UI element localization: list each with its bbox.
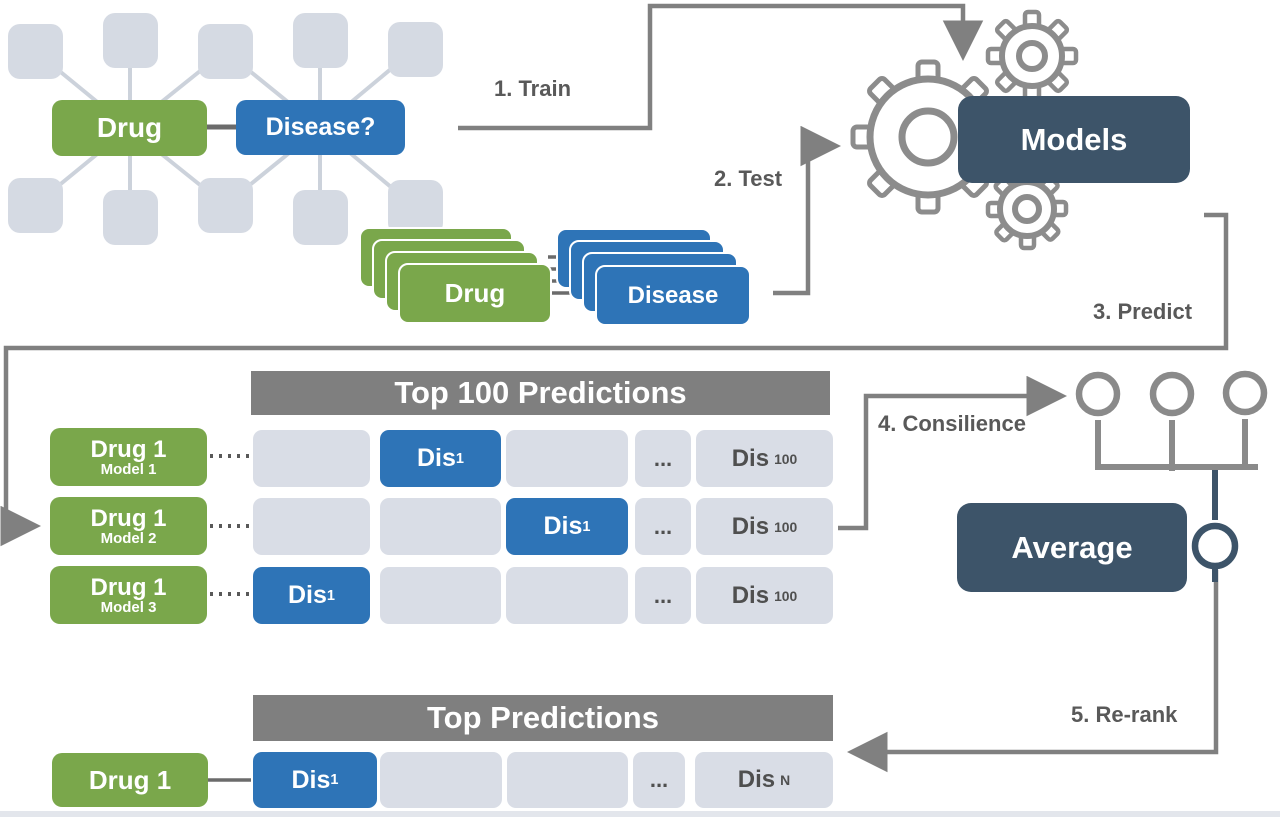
average-output-circle — [1191, 522, 1239, 570]
disN-text: Dis — [737, 766, 776, 793]
step-predict-label: 3. Predict — [1093, 299, 1193, 324]
drug-node-label: Drug — [96, 112, 163, 143]
row-label-model3: Drug 1 Model 3 — [50, 566, 207, 624]
prediction-cell — [507, 752, 628, 808]
train-arrow — [458, 3, 984, 131]
predict-arrow — [0, 212, 1229, 547]
row-label-model1: Drug 1 Model 1 — [50, 428, 207, 486]
drug-node-box: Drug — [52, 100, 207, 156]
drug-card-label: Drug — [444, 278, 506, 308]
row-model-label: Model 2 — [100, 529, 157, 547]
top100-header: Top 100 Predictions — [251, 371, 830, 415]
disease-card-label: Disease — [627, 281, 719, 309]
graph-node — [103, 190, 158, 245]
row-drug-label: Drug 1 — [90, 435, 167, 463]
consilience-circles-icon — [1075, 370, 1268, 582]
dis1-text: Dis — [417, 444, 456, 472]
ellipsis-cell: ... — [633, 752, 685, 808]
ellipsis-cell: ... — [635, 498, 691, 555]
ellipsis-text: ... — [653, 445, 673, 471]
row-model-label: Model 1 — [100, 460, 157, 478]
row-model-label: Model 3 — [100, 598, 157, 616]
graph-node — [198, 178, 253, 233]
step-rerank-label: 5. Re-rank — [1071, 702, 1178, 727]
prediction-cell — [380, 498, 501, 555]
graph-node — [388, 22, 443, 77]
disease-query-label: Disease? — [265, 113, 376, 141]
consilience-arrow — [838, 375, 1067, 531]
dis1-text: Dis — [288, 581, 327, 609]
bottom-drug-label: Drug 1 — [88, 764, 172, 795]
average-label: Average — [1011, 529, 1133, 565]
top100-title: Top 100 Predictions — [394, 375, 687, 410]
prediction-cell — [380, 752, 502, 808]
disease-card-front: Disease — [595, 265, 751, 326]
models-label: Models — [1020, 121, 1128, 157]
bottom-drug-box: Drug 1 — [52, 753, 208, 807]
graph-node — [103, 13, 158, 68]
ellipsis-text: ... — [649, 767, 669, 792]
dis1-text: Dis — [543, 512, 583, 540]
graph-node — [293, 13, 348, 68]
prediction-cell — [253, 430, 370, 487]
models-box: Models — [958, 96, 1190, 183]
average-box: Average — [957, 503, 1187, 592]
row-drug-label: Drug 1 — [90, 573, 167, 601]
dis100-text: Dis — [731, 512, 770, 540]
toppred-header: Top Predictions — [253, 695, 833, 741]
row-dotted-links — [210, 454, 249, 596]
ellipsis-cell: ... — [635, 430, 691, 487]
drug-card-front: Drug — [398, 263, 552, 324]
ellipsis-cell: ... — [635, 567, 691, 624]
dis100-text: Dis — [731, 444, 770, 472]
graph-node — [8, 178, 63, 233]
prediction-cell — [506, 567, 628, 624]
rerank-arrow — [847, 570, 1219, 773]
step-consilience-label: 4. Consilience — [878, 411, 1026, 436]
toppred-title: Top Predictions — [427, 700, 659, 735]
bottom-border — [0, 811, 1280, 817]
graph-node — [198, 24, 253, 79]
ellipsis-text: ... — [653, 513, 673, 539]
disease-query-box: Disease? — [236, 100, 405, 155]
test-arrow — [773, 125, 841, 296]
graph-node — [293, 190, 348, 245]
prediction-cell — [253, 498, 370, 555]
row-drug-label: Drug 1 — [90, 504, 167, 532]
step-train-label: 1. Train — [494, 76, 572, 101]
prediction-cell — [380, 567, 501, 624]
step-test-label: 2. Test — [714, 166, 783, 191]
row-label-model2: Drug 1 Model 2 — [50, 497, 207, 555]
dis100-text: Dis — [731, 581, 770, 609]
dis1-text: Dis — [291, 765, 331, 794]
graph-node — [388, 180, 443, 235]
graph-node — [8, 24, 63, 79]
prediction-cell — [506, 430, 628, 487]
ellipsis-text: ... — [653, 582, 673, 608]
